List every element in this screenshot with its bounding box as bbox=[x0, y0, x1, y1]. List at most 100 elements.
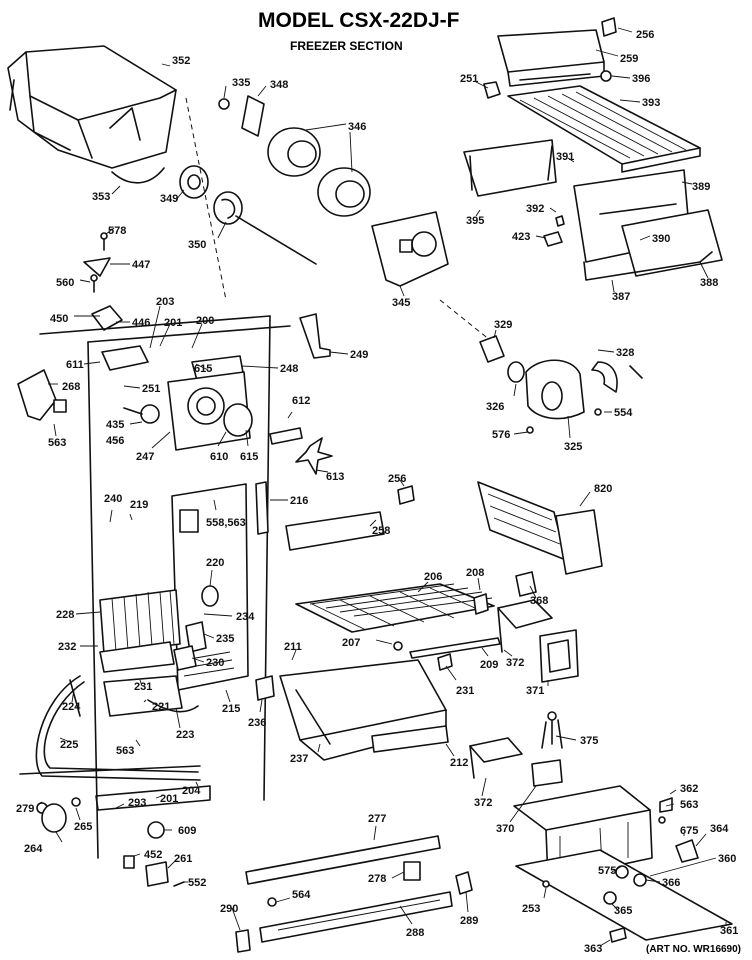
part-label-203: 203 bbox=[156, 296, 174, 308]
part-label-563: 563 bbox=[48, 437, 66, 449]
mold-heater-325 bbox=[525, 359, 585, 420]
part-label-346: 346 bbox=[348, 121, 366, 133]
part-label-204: 204 bbox=[182, 785, 201, 797]
icemaker-820 bbox=[477, 481, 603, 575]
part-label-268: 268 bbox=[62, 381, 80, 393]
part-label-221: 221 bbox=[152, 701, 170, 713]
part-label-208: 208 bbox=[466, 567, 484, 579]
bracket-395 bbox=[463, 139, 557, 197]
part-label-360: 360 bbox=[718, 853, 736, 865]
screw-563-right bbox=[658, 816, 666, 824]
part-label-200: 200 bbox=[196, 315, 214, 327]
part-label-393: 393 bbox=[642, 97, 660, 109]
door-390 bbox=[621, 209, 723, 277]
part-label-277: 277 bbox=[368, 813, 386, 825]
cover-328 bbox=[591, 361, 643, 393]
part-label-201: 201 bbox=[160, 793, 178, 805]
bracket-256-mid bbox=[397, 485, 415, 505]
part-label-240: 240 bbox=[104, 493, 122, 505]
freezer-liner bbox=[39, 315, 291, 859]
part-label-558-563: 558,563 bbox=[206, 517, 246, 529]
part-label-365: 365 bbox=[614, 905, 632, 917]
part-label-435: 435 bbox=[106, 419, 124, 431]
part-label-353: 353 bbox=[92, 191, 110, 203]
screw-576 bbox=[526, 426, 534, 434]
dashed-guide-top bbox=[185, 97, 227, 301]
clip-289 bbox=[455, 871, 473, 895]
part-label-236: 236 bbox=[248, 717, 266, 729]
roller-609 bbox=[147, 821, 165, 839]
part-label-231: 231 bbox=[456, 685, 474, 697]
screw-564 bbox=[267, 897, 277, 907]
fan-motor-610 bbox=[223, 403, 253, 437]
part-label-325: 325 bbox=[564, 441, 582, 453]
valve-370 bbox=[531, 759, 563, 787]
auger-wire-353 bbox=[111, 167, 165, 184]
fill-tube-329 bbox=[479, 335, 505, 363]
part-label-335: 335 bbox=[232, 77, 250, 89]
part-label-348: 348 bbox=[270, 79, 288, 91]
part-label-211: 211 bbox=[284, 641, 302, 653]
part-label-223: 223 bbox=[176, 729, 194, 741]
part-label-209: 209 bbox=[480, 659, 498, 671]
bottom-channel-204 bbox=[95, 785, 211, 811]
part-label-370: 370 bbox=[496, 823, 514, 835]
clip-363 bbox=[609, 927, 627, 943]
cover-201 bbox=[19, 765, 201, 775]
clip-231-mid bbox=[437, 653, 453, 671]
part-label-375: 375 bbox=[580, 735, 598, 747]
part-label-575: 575 bbox=[598, 865, 616, 877]
mounting-plate-345 bbox=[371, 211, 449, 287]
screw-560 bbox=[90, 274, 98, 293]
screw-253 bbox=[542, 880, 550, 888]
part-label-368: 368 bbox=[530, 595, 548, 607]
part-label-215: 215 bbox=[222, 703, 240, 715]
part-label-615: 615 bbox=[194, 363, 212, 375]
part-label-396: 396 bbox=[632, 73, 650, 85]
cover-strip-216 bbox=[255, 481, 269, 535]
part-label-278: 278 bbox=[368, 873, 386, 885]
part-label-228: 228 bbox=[56, 609, 74, 621]
part-label-237: 237 bbox=[290, 753, 308, 765]
switch-278 bbox=[403, 861, 421, 881]
part-label-450: 450 bbox=[50, 313, 68, 325]
part-label-560: 560 bbox=[56, 277, 74, 289]
light-socket-450-446 bbox=[91, 305, 123, 331]
guard-372-lower bbox=[469, 737, 523, 779]
part-label-231: 231 bbox=[134, 681, 152, 693]
part-label-225: 225 bbox=[60, 739, 78, 751]
guard-371 bbox=[539, 629, 579, 683]
part-label-265: 265 bbox=[74, 821, 92, 833]
part-label-552: 552 bbox=[188, 877, 206, 889]
part-label-372: 372 bbox=[506, 657, 524, 669]
part-label-256: 256 bbox=[636, 29, 654, 41]
part-label-554: 554 bbox=[614, 407, 633, 419]
cap-251-top bbox=[483, 81, 501, 99]
wire-shelf-206 bbox=[295, 583, 495, 633]
bracket-249 bbox=[299, 313, 331, 359]
part-label-289: 289 bbox=[460, 915, 478, 927]
diagram-subtitle: FREEZER SECTION bbox=[290, 39, 403, 53]
shim-452 bbox=[123, 855, 135, 869]
stop-207 bbox=[393, 641, 403, 651]
bracket-236 bbox=[255, 675, 275, 701]
part-label-578: 578 bbox=[108, 225, 126, 237]
shelf-bracket-259 bbox=[497, 29, 605, 87]
part-label-201: 201 bbox=[164, 317, 182, 329]
part-label-207: 207 bbox=[342, 637, 360, 649]
clip-290 bbox=[235, 929, 251, 953]
dashed-guide-345 bbox=[439, 299, 491, 341]
base-plate-361 bbox=[515, 849, 733, 941]
part-label-326: 326 bbox=[486, 401, 504, 413]
part-label-249: 249 bbox=[350, 349, 368, 361]
screw-552 bbox=[173, 881, 185, 887]
heater-220 bbox=[201, 585, 219, 607]
terminal-block-235 bbox=[185, 621, 207, 653]
thermostat-box-611 bbox=[101, 345, 149, 371]
part-label-612: 612 bbox=[292, 395, 310, 407]
part-label-389: 389 bbox=[692, 181, 710, 193]
part-label-247: 247 bbox=[136, 451, 154, 463]
part-label-388: 388 bbox=[700, 277, 718, 289]
auger-gear-349 bbox=[179, 165, 209, 199]
